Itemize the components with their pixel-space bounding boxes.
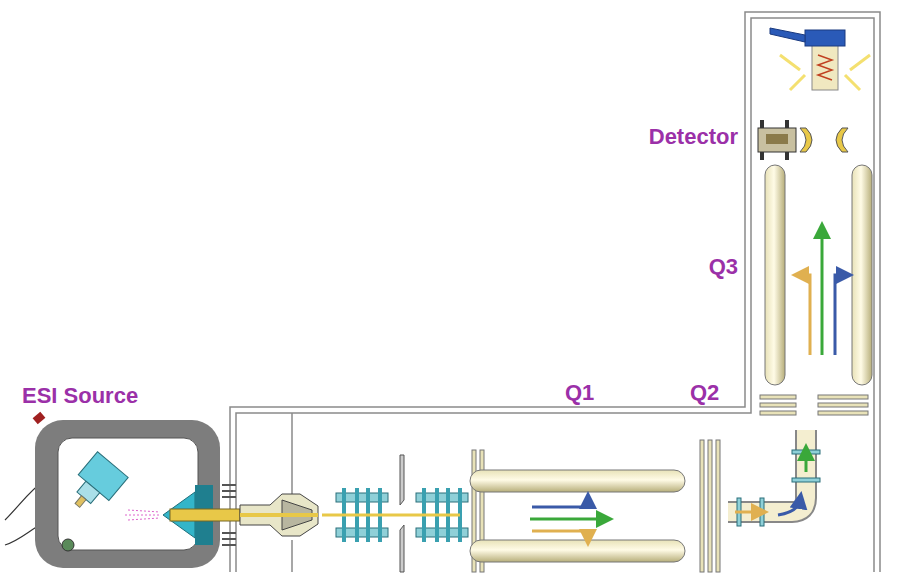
skimmer-cone [240, 494, 318, 536]
part-label: Detector [649, 126, 738, 148]
q2-collision-cell [728, 395, 868, 526]
part-label: Q1 [565, 382, 594, 404]
part-label: Q3 [709, 256, 738, 278]
bellows [222, 485, 236, 545]
ion-optics [322, 455, 468, 572]
q1-quadrupole [470, 440, 720, 572]
part-label: ESI Source [22, 385, 138, 407]
vacuum-housing [230, 12, 880, 572]
esi-source [5, 412, 240, 568]
part-label: Q2 [690, 382, 719, 404]
detector-assembly [758, 28, 870, 160]
q3-quadrupole [765, 165, 872, 385]
